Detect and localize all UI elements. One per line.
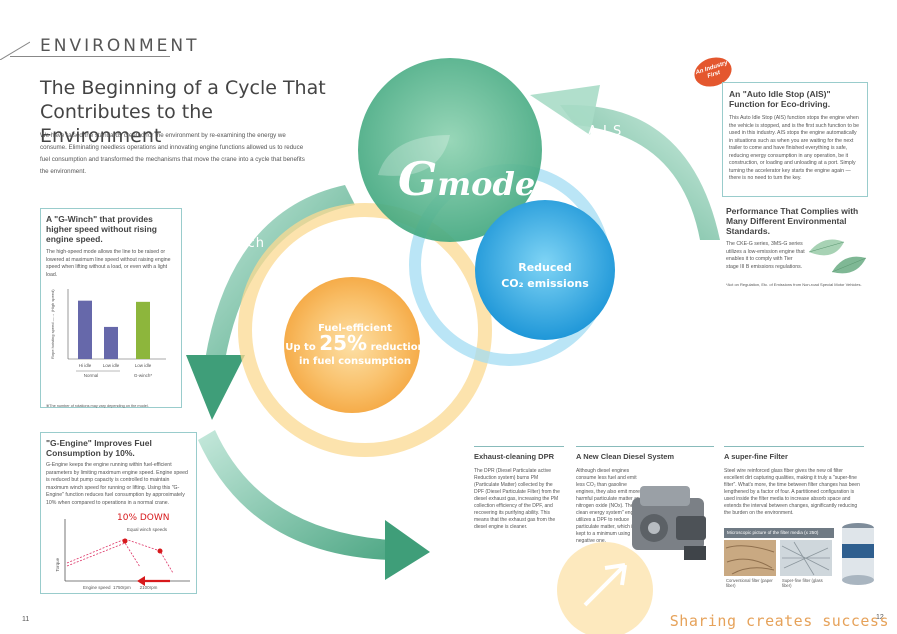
engine-arrow bbox=[198, 430, 390, 560]
standards-note: *Act on Regulation, Etc. of Emissions fr… bbox=[726, 282, 862, 287]
winch-text: The high-speed mode allows the line to b… bbox=[46, 249, 171, 278]
header-rule bbox=[10, 56, 170, 57]
engine-label: G-Engine bbox=[318, 497, 386, 512]
intro-text: We have raised the standards created for… bbox=[40, 132, 305, 175]
filter-micro-images bbox=[724, 540, 832, 576]
filter-product-image bbox=[842, 523, 874, 585]
diesel-engine-image bbox=[632, 486, 706, 560]
group-label-normal: Normal bbox=[84, 373, 99, 378]
green-circle bbox=[358, 58, 542, 242]
page-number-right: 12 bbox=[876, 614, 884, 621]
filter-section: A super-fine Filter Steel wire reinforce… bbox=[724, 452, 864, 517]
superfine-filter-label: Super-fine filter (glass fiber) bbox=[782, 578, 823, 588]
footer-slogan: Sharing creates success bbox=[669, 612, 889, 630]
gengine-text: G-Engine keeps the engine running within… bbox=[46, 462, 188, 506]
winch-footnote: ※The number of rotations may vary depend… bbox=[46, 404, 149, 408]
ais-text: This Auto Idle Stop (AIS) function stops… bbox=[729, 115, 860, 181]
gmode-logo: Gmode bbox=[398, 152, 536, 206]
winch-label: G-Winch bbox=[204, 236, 266, 251]
leaf-icon bbox=[808, 239, 867, 274]
ais-box: An "Auto Idle Stop (AIS)" Function for E… bbox=[722, 82, 868, 197]
y-axis-label: Rope hoisting speed —→ (High speed) bbox=[50, 289, 55, 359]
standards-title: Performance That Complies with Many Diff… bbox=[726, 206, 859, 236]
group-label-gwinch: G-winch* bbox=[134, 373, 153, 378]
gengine-y-label: Torque bbox=[55, 557, 61, 572]
x-tick-label: Low idle bbox=[103, 363, 120, 368]
orange-circle bbox=[284, 277, 420, 413]
fuel-efficient-label: Fuel-efficient Up to 25% reduction in fu… bbox=[285, 323, 425, 367]
filter-rule bbox=[724, 446, 864, 447]
winch-box: A "G-Winch" that provides higher speed w… bbox=[40, 208, 182, 408]
diesel-title: A New Clean Diesel System bbox=[576, 452, 675, 461]
gengine-equal-label: Equal winch speeds bbox=[127, 527, 168, 532]
section-title: ENVIRONMENT bbox=[40, 36, 200, 56]
gengine-box: "G-Engine" Improves Fuel Consumption by … bbox=[40, 432, 197, 594]
winch-arrow bbox=[205, 185, 355, 360]
ais-title: An "Auto Idle Stop (AIS)" Function for E… bbox=[729, 89, 831, 109]
dpf-title: Exhaust-cleaning DPR bbox=[474, 452, 555, 461]
bar-0 bbox=[78, 300, 92, 359]
x-tick-label: Low idle bbox=[135, 363, 152, 368]
diesel-section: A New Clean Diesel System Although diese… bbox=[576, 452, 714, 545]
filter-text: Steel wire reinforced glass fiber gives … bbox=[724, 468, 860, 516]
dpf-text: The DPR (Diesel Particulate active Reduc… bbox=[474, 468, 560, 530]
standards-text: The CKE-G series, 3MS-G series utilizes … bbox=[726, 241, 805, 270]
x-tick-label: Hi idle bbox=[79, 363, 92, 368]
dpf-rule bbox=[474, 446, 564, 447]
dpf-section: Exhaust-cleaning DPR The DPR (Diesel Par… bbox=[474, 452, 564, 531]
winch-title: A "G-Winch" that provides higher speed w… bbox=[46, 214, 157, 244]
gengine-title: "G-Engine" Improves Fuel Consumption by … bbox=[46, 438, 152, 458]
standards-section: Performance That Complies with Many Diff… bbox=[726, 206, 872, 289]
ais-label: A I S bbox=[588, 124, 623, 139]
micro-title-bar: Microscopic picture of the filter media … bbox=[724, 528, 834, 538]
gengine-torque-chart bbox=[64, 519, 190, 586]
bar-2 bbox=[136, 301, 150, 359]
conventional-filter-label: Conventional filter (paper fiber) bbox=[726, 578, 773, 588]
filter-title: A super-fine Filter bbox=[724, 452, 788, 461]
header-slash bbox=[0, 41, 30, 60]
page-number-left: 11 bbox=[22, 616, 30, 623]
gengine-x-label: Engine speed 1750rpm 2100rpm bbox=[83, 585, 158, 590]
gengine-down-label: 10% DOWN bbox=[117, 513, 170, 523]
bar-1 bbox=[104, 326, 118, 359]
diesel-rule bbox=[576, 446, 714, 447]
reduced-co2-label: Reduced CO₂ emissions bbox=[501, 261, 589, 290]
blue-circle bbox=[475, 200, 615, 340]
diesel-text: Although diesel engines consume less fue… bbox=[576, 468, 646, 544]
page-title: The Beginning of a Cycle That Contribute… bbox=[40, 77, 326, 147]
